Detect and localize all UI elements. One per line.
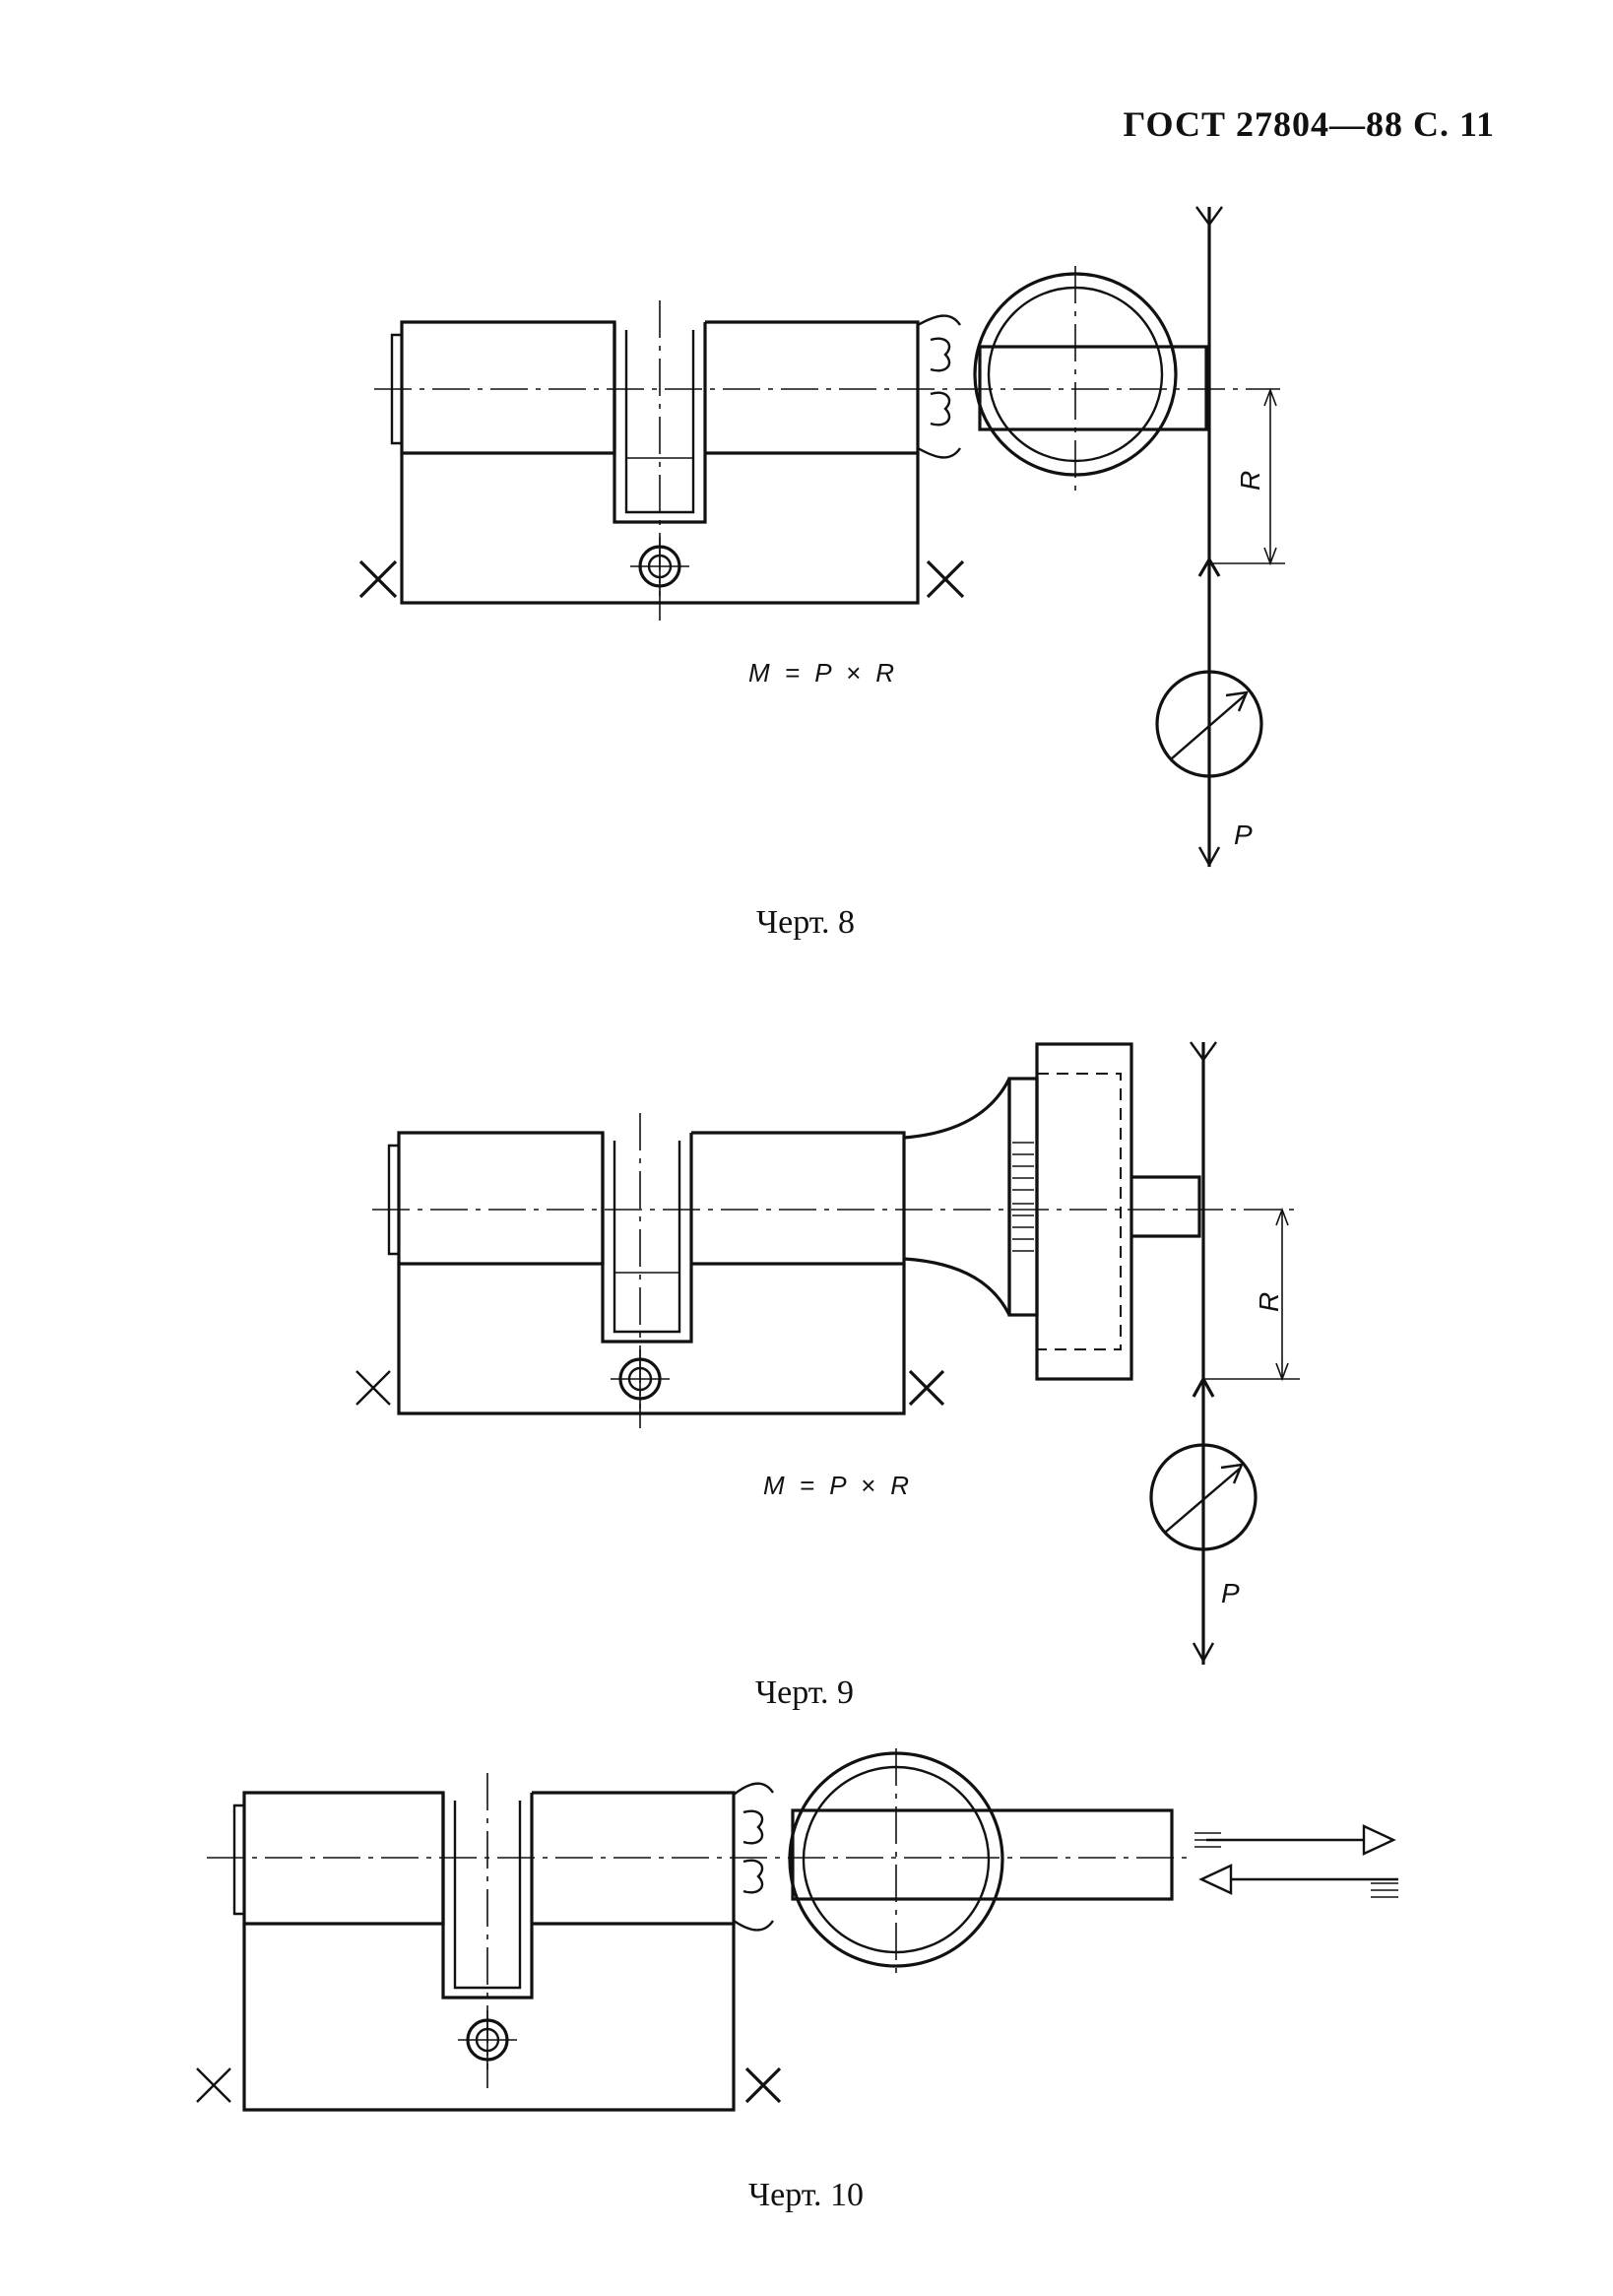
support-mark-left: [358, 559, 398, 599]
figure-9: M = P × R R P Черт. 9: [0, 985, 1613, 1734]
knob-flange: [1007, 1077, 1039, 1317]
page-header: ГОСТ 27804—88 С. 11: [1123, 104, 1495, 144]
figure-8: M = P × R R P Черт. 8: [0, 0, 1613, 965]
dimension-label-r: R: [1254, 1291, 1284, 1312]
force-label-p: P: [1221, 1578, 1240, 1608]
cylinder-upper-body: [397, 1131, 605, 1266]
figure-caption: Черт. 10: [748, 2177, 865, 2213]
support-mark-left: [355, 1370, 391, 1406]
figure-caption: Черт. 8: [756, 904, 856, 941]
knob-body: [1035, 1042, 1133, 1381]
force-label-p: P: [1234, 820, 1253, 850]
figure-10: Черт. 10: [0, 1734, 1613, 2296]
support-mark-right: [744, 2066, 782, 2104]
dynamometer: [1155, 670, 1263, 778]
cylinder-lower-body: [397, 1264, 906, 1415]
support-mark-right: [926, 559, 965, 599]
support-mark-left: [196, 2067, 231, 2103]
key-blade: [978, 345, 1208, 431]
cylinder-lower-body: [242, 1924, 736, 2112]
dynamometer: [1149, 1443, 1258, 1551]
formula: M = P × R: [748, 658, 899, 688]
dimension-label-r: R: [1235, 470, 1265, 491]
support-mark-right: [908, 1369, 945, 1407]
key-blade: [791, 1808, 1174, 1901]
cam-slot: [601, 1133, 693, 1344]
figure-8-drawing: [358, 206, 1285, 868]
figure-9-drawing: [355, 1041, 1300, 1665]
figure-10-drawing: [196, 1748, 1398, 2112]
cylinder-upper-body: [400, 320, 616, 455]
figure-caption: Черт. 9: [755, 1674, 855, 1711]
formula: M = P × R: [763, 1471, 914, 1500]
